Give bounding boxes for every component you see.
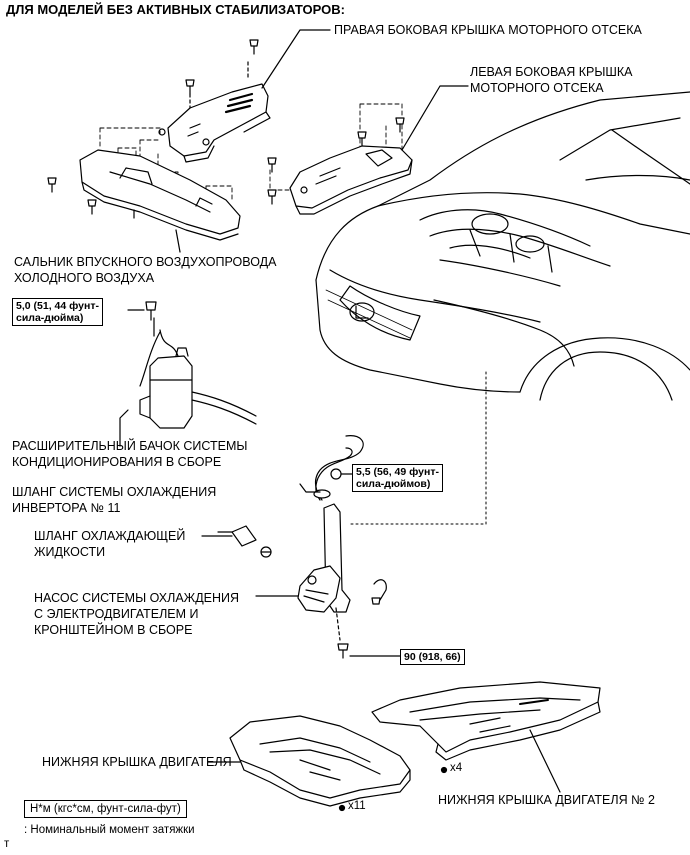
label-left-side-cover-line2: МОТОРНОГО ОТСЕКА: [470, 81, 604, 95]
torque-value-line2: сила-дюйма): [16, 312, 84, 324]
electric-pump-bracket-part: [297, 503, 387, 641]
torque-value-line2: сила-дюймов): [356, 478, 431, 490]
page-header: ДЛЯ МОДЕЛЕЙ БЕЗ АКТИВНЫХ СТАБИЛИЗАТОРОВ:: [6, 2, 345, 17]
label-pump-line3: КРОНШТЕЙНОМ В СБОРЕ: [34, 623, 193, 637]
legend-unit-box: Н*м (кгс*см, фунт-сила-фут): [24, 800, 187, 818]
legend-meaning: : Номинальный момент затяжки: [24, 824, 195, 836]
footer-mark: т: [4, 838, 10, 850]
hose-clamp-bolt: [330, 468, 353, 480]
bolt-count-x11: x11: [348, 800, 366, 812]
label-left-side-cover-line1: ЛЕВАЯ БОКОВАЯ КРЫШКА: [470, 65, 633, 79]
ac-expansion-tank-part: [139, 317, 257, 429]
label-inverter-hose-line2: ИНВЕРТОРА № 11: [12, 501, 121, 515]
under-cover-bolt: [338, 804, 346, 812]
right-side-cover-part: [167, 83, 271, 163]
torque-spec-tank-bolt: 5,0 (51, 44 фунт- сила-дюйма): [12, 298, 103, 326]
coolant-hose-part: [201, 525, 272, 558]
left-side-cover-part: [289, 145, 413, 215]
label-pump-line1: НАСОС СИСТЕМЫ ОХЛАЖДЕНИЯ: [34, 591, 240, 605]
right-cover-clips: [158, 39, 259, 146]
torque-spec-hose-clamp: 5,5 (56, 49 фунт- сила-дюймов): [352, 464, 443, 492]
label-air-seal-line2: ХОЛОДНОГО ВОЗДУХА: [14, 271, 155, 285]
torque-value: 90 (918, 66): [404, 651, 461, 663]
vehicle-front-outline: [315, 91, 690, 401]
cover-2-bolt: [440, 766, 448, 774]
torque-value-line1: 5,5 (56, 49 фунт-: [356, 466, 439, 478]
label-engine-under-cover-2: НИЖНЯЯ КРЫШКА ДВИГАТЕЛЯ № 2: [438, 793, 655, 807]
label-inverter-hose-line1: ШЛАНГ СИСТЕМЫ ОХЛАЖДЕНИЯ: [12, 485, 217, 499]
pump-bolt: [337, 643, 401, 659]
label-pump-line2: С ЭЛЕКТРОДВИГАТЕЛЕМ И: [34, 607, 199, 621]
label-coolant-hose-line2: ЖИДКОСТИ: [34, 545, 106, 559]
label-tank-line2: КОНДИЦИОНИРОВАНИЯ В СБОРЕ: [12, 455, 222, 469]
left-cover-clips: [300, 117, 405, 194]
seal-clips: [47, 157, 277, 219]
torque-spec-pump-bolt: 90 (918, 66): [400, 649, 465, 665]
tank-bolt: [127, 301, 157, 321]
label-coolant-hose-line1: ШЛАНГ ОХЛАЖДАЮЩЕЙ: [34, 529, 186, 543]
engine-under-cover-part: [229, 715, 411, 807]
bolt-count-x4: x4: [450, 762, 463, 774]
label-right-side-cover: ПРАВАЯ БОКОВАЯ КРЫШКА МОТОРНОГО ОТСЕКА: [334, 23, 642, 37]
label-air-seal-line1: САЛЬНИК ВПУСКНОГО ВОЗДУХОПРОВОДА: [14, 255, 277, 269]
label-engine-under-cover: НИЖНЯЯ КРЫШКА ДВИГАТЕЛЯ: [42, 755, 232, 769]
engine-under-cover-2-part: [371, 681, 601, 761]
label-tank-line1: РАСШИРИТЕЛЬНЫЙ БАЧОК СИСТЕМЫ: [12, 439, 248, 453]
torque-value-line1: 5,0 (51, 44 фунт-: [16, 300, 99, 312]
air-intake-seal-part: [79, 149, 241, 241]
